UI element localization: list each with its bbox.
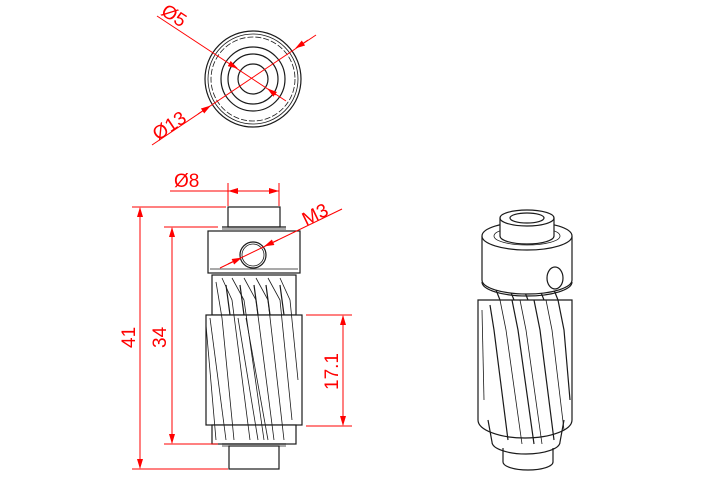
front-view: Ø8 M3 41 34 17.1: [119, 171, 352, 470]
overall-length-label: 41: [119, 327, 140, 348]
bore-diameter-label: Ø5: [157, 1, 190, 32]
gear-teeth: [205, 274, 303, 445]
bore-dim-line: [156, 15, 287, 102]
outer-dim-line: [151, 34, 317, 146]
top-view: Ø5 Ø13: [149, 1, 317, 146]
isometric-view: [477, 209, 573, 471]
set-screw-label: M3: [299, 200, 332, 230]
face-width-label: 17.1: [322, 353, 343, 390]
body-length-label: 34: [150, 326, 171, 348]
outer-diameter-label: Ø13: [149, 108, 191, 145]
hub-diameter-label: Ø8: [174, 171, 199, 192]
